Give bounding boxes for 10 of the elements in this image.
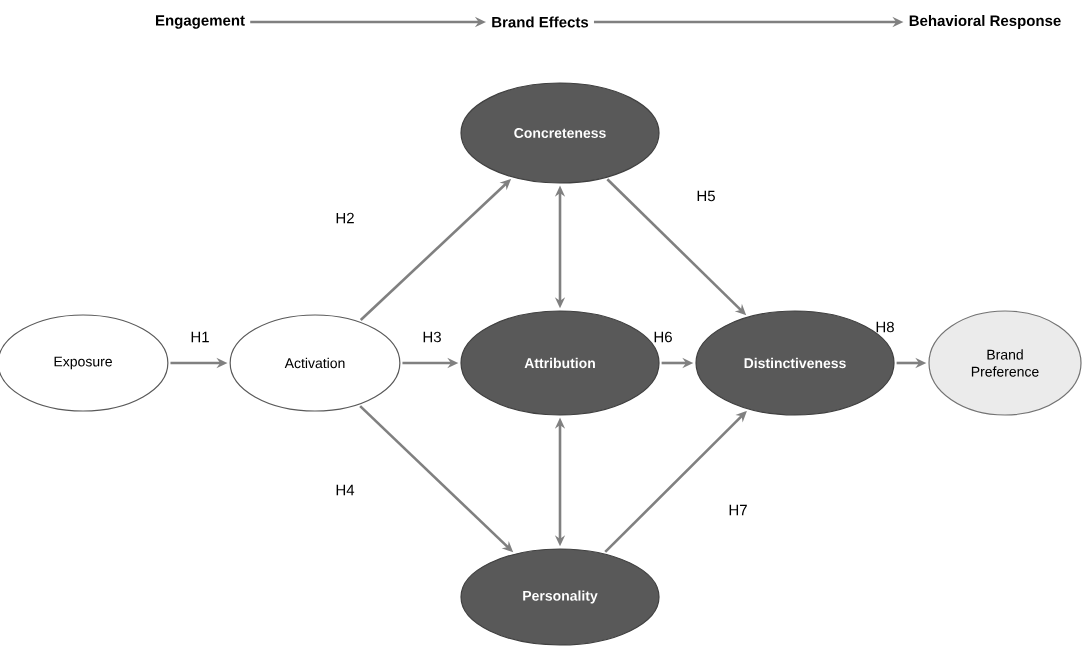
stage-heading: Brand Effects bbox=[492, 16, 589, 28]
edge-label: H8 bbox=[876, 321, 894, 333]
stage-heading: Behavioral Response bbox=[909, 15, 1061, 29]
stage-heading: Engagement bbox=[156, 15, 245, 29]
edge-label: H7 bbox=[729, 504, 747, 516]
edge-label: H3 bbox=[423, 331, 441, 343]
edge-label: H4 bbox=[336, 484, 355, 496]
edge-label: H1 bbox=[191, 331, 209, 343]
edge-label: H5 bbox=[697, 190, 715, 202]
edge-label: H2 bbox=[336, 212, 354, 224]
